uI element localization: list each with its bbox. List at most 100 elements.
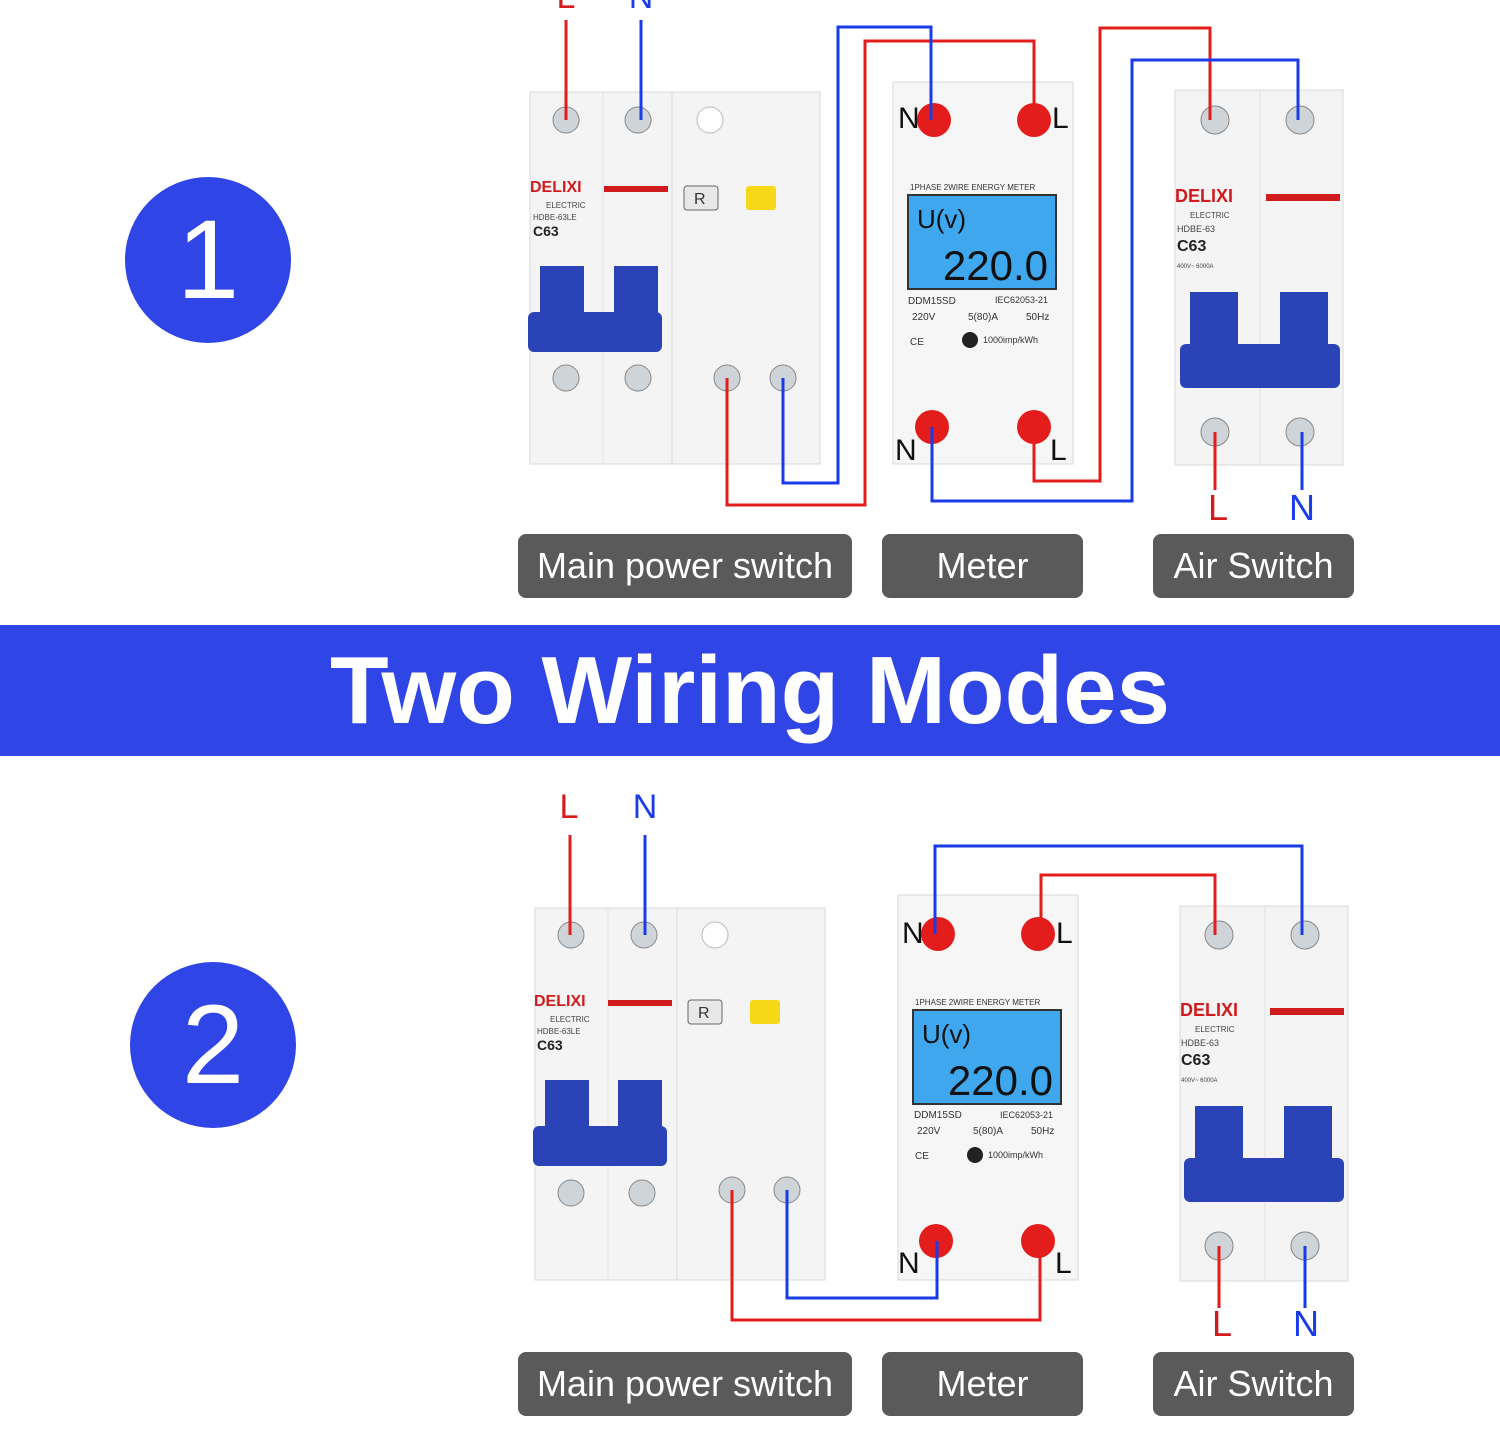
svg-text:C63: C63 [533,223,559,239]
svg-text:CE: CE [915,1151,929,1162]
svg-text:50Hz: 50Hz [1026,312,1049,323]
output-neutral-label: N [1289,487,1315,528]
live-wire [1039,873,1217,935]
main-power-switch-device: DELIXI ELECTRIC HDBE-63LE C63 R [533,907,826,1281]
breaker-lever [1180,344,1340,388]
svg-text:U(v): U(v) [917,204,966,234]
main-power-switch-device: DELIXI ELECTRIC HDBE-63LE C63 R [528,91,821,465]
lcd-reading: 220.0 [943,242,1048,289]
svg-text:HDBE-63: HDBE-63 [1181,1038,1219,1048]
svg-text:U(v): U(v) [922,1019,971,1049]
brand-logo: DELIXI [1180,1000,1238,1020]
meter-terminal-neutral-in [921,917,955,951]
air-switch-label: Air Switch [1153,1352,1354,1416]
svg-text:ELECTRIC: ELECTRIC [1190,211,1230,220]
output-neutral-label: N [1293,1303,1319,1344]
svg-text:HDBE-63LE: HDBE-63LE [533,213,577,222]
svg-text:400V~ 6000A: 400V~ 6000A [1181,1078,1218,1084]
svg-text:C63: C63 [537,1037,563,1053]
svg-text:HDBE-63: HDBE-63 [1177,224,1215,234]
supply-neutral-label: N [629,0,654,16]
supply-live-label: L [557,0,576,16]
svg-text:IEC62053-21: IEC62053-21 [1000,1110,1053,1120]
output-live-label: L [1208,487,1228,528]
svg-text:C63: C63 [1181,1052,1210,1069]
meter-label: Meter [882,534,1083,598]
wiring-diagram-1: DELIXI ELECTRIC HDBE-63LE C63 R 1PHASE 2… [528,0,1344,528]
meter-label: Meter [882,1352,1083,1416]
terminal-screw [624,364,652,392]
live-wire [1032,26,1212,483]
neutral-wire [933,844,1304,935]
svg-text:N: N [898,102,920,135]
svg-text:400V~ 6000A: 400V~ 6000A [1177,264,1214,270]
brand-logo: DELIXI [530,179,582,196]
svg-text:220V: 220V [917,1126,941,1137]
brand-logo: DELIXI [534,993,586,1010]
meter-terminal-live-out [1021,1224,1055,1258]
energy-meter-device: 1PHASE 2WIRE ENERGY METER U(v) 220.0 DDM… [892,81,1074,467]
supply-neutral-label: N [633,788,658,826]
wiring-mode-2: 2 DELIXI ELECTRIC HDBE-63LE C63 R [0,760,1500,1439]
breaker-lever [533,1126,667,1166]
air-switch-device: DELIXI ELECTRIC HDBE-63 C63 400V~ 6000A [1179,905,1349,1282]
svg-text:ELECTRIC: ELECTRIC [550,1015,590,1024]
main-power-switch-label: Main power switch [518,1352,852,1416]
svg-text:50Hz: 50Hz [1031,1126,1054,1137]
svg-text:1000imp/kWh: 1000imp/kWh [988,1150,1043,1160]
step-number-badge: 1 [125,177,291,343]
svg-text:L: L [1055,1247,1072,1280]
neutral-wire [781,25,933,485]
terminal-screw [1200,105,1230,135]
svg-text:L: L [1052,102,1069,135]
output-live-label: L [1212,1303,1232,1344]
meter-lcd [912,1009,1062,1105]
terminal-screw [628,1179,656,1207]
svg-text:DDM15SD: DDM15SD [914,1110,962,1121]
test-button-label: R [698,1005,710,1022]
svg-text:N: N [895,434,917,467]
neutral-wire [785,1190,939,1300]
wires [564,20,1304,507]
svg-text:1000imp/kWh: 1000imp/kWh [983,335,1038,345]
svg-text:L: L [1050,434,1067,467]
breaker-lever [1184,1158,1344,1202]
meter-lcd [907,194,1057,290]
wiring-diagram-2: DELIXI ELECTRIC HDBE-63LE C63 R 1PHASE 2… [533,788,1349,1344]
lcd-reading: 220.0 [948,1057,1053,1104]
breaker-lever [528,312,662,352]
terminal-screw [1290,920,1320,950]
test-button-label: R [694,191,706,208]
svg-text:L: L [1056,917,1073,950]
wiring-mode-1: 1 DELIXI ELECTRIC HDBE-63LE C63 R [0,0,1500,620]
svg-text:ELECTRIC: ELECTRIC [1195,1025,1235,1034]
svg-text:C63: C63 [1177,238,1206,255]
section-banner-title: Two Wiring Modes [0,625,1500,756]
svg-text:DDM15SD: DDM15SD [908,296,956,307]
main-power-switch-label: Main power switch [518,534,852,598]
terminal-screw [1285,105,1315,135]
svg-text:HDBE-63LE: HDBE-63LE [537,1027,581,1036]
svg-text:5(80)A: 5(80)A [968,312,998,323]
svg-text:N: N [902,917,924,950]
step-number-badge: 2 [130,962,296,1128]
terminal-screw [557,1179,585,1207]
svg-text:CE: CE [910,337,924,348]
energy-meter-device: 1PHASE 2WIRE ENERGY METER U(v) 220.0 DDM… [897,894,1079,1281]
supply-live-label: L [560,788,579,826]
air-switch-device: DELIXI ELECTRIC HDBE-63 C63 400V~ 6000A [1174,89,1344,466]
svg-text:ELECTRIC: ELECTRIC [546,201,586,210]
terminal-screw [552,364,580,392]
brand-logo: DELIXI [1175,186,1233,206]
neutral-wire [930,58,1300,503]
svg-text:N: N [898,1247,920,1280]
wires [568,835,1307,1322]
svg-text:1PHASE 2WIRE ENERGY METER: 1PHASE 2WIRE ENERGY METER [915,998,1040,1007]
meter-terminal-neutral-in [917,103,951,137]
svg-text:IEC62053-21: IEC62053-21 [995,295,1048,305]
svg-text:220V: 220V [912,312,936,323]
air-switch-label: Air Switch [1153,534,1354,598]
svg-text:1PHASE 2WIRE ENERGY METER: 1PHASE 2WIRE ENERGY METER [910,183,1035,192]
live-wire [725,39,1036,507]
terminal-screw [624,106,652,134]
